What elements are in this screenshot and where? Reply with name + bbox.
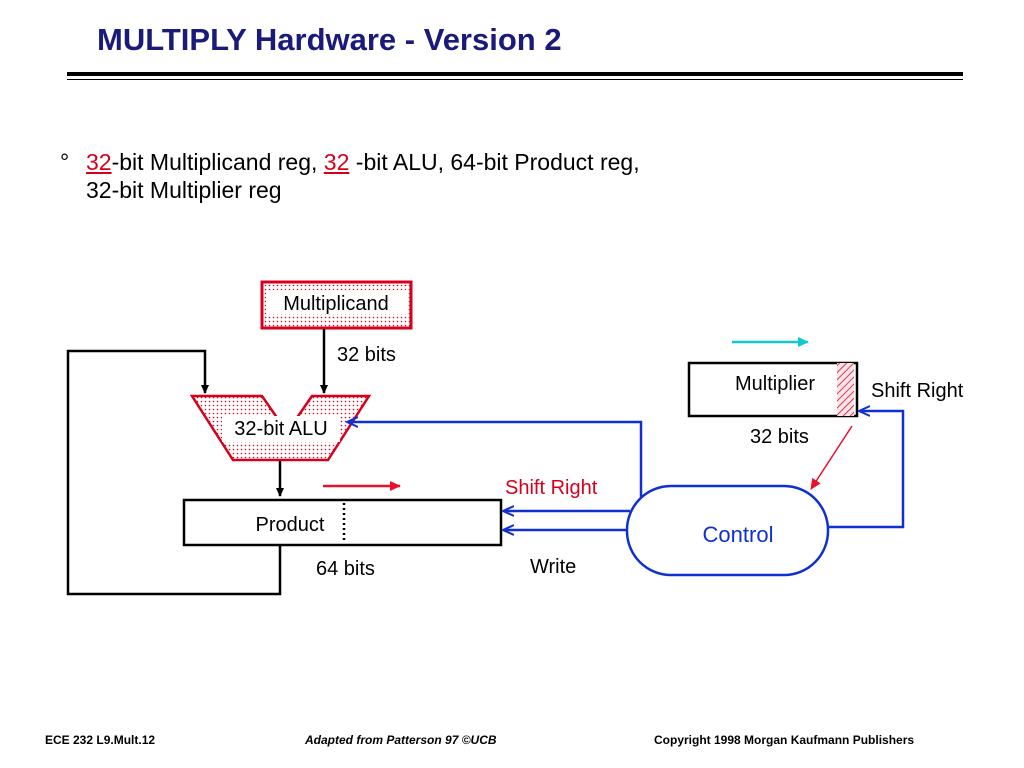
bullet-text: 32-bit Multiplicand reg, 32 -bit ALU, 64…	[86, 148, 640, 204]
product-width-label: 64 bits	[316, 558, 375, 580]
multiplier-width-label: 32 bits	[750, 426, 809, 448]
multiplier-shift-label: Shift Right	[871, 380, 964, 402]
bullet-text-segment: -bit Multiplicand reg,	[111, 149, 324, 175]
footer-copyright: Copyright 1998 Morgan Kaufmann Publisher…	[654, 733, 915, 747]
bullet-line-2: 32-bit Multiplier reg	[86, 177, 282, 203]
footer-attribution: Adapted from Patterson 97 ©UCB	[305, 733, 497, 747]
bullet-text-segment: -bit ALU, 64-bit Product reg,	[349, 149, 640, 175]
alu-width-highlight: 32	[323, 149, 350, 175]
multiplier-lsb-to-control-wire	[810, 425, 853, 490]
product-shift-label: Shift Right	[505, 477, 598, 499]
title-rule	[67, 72, 963, 76]
footer-course-label: ECE 232 L9.Mult.12	[45, 733, 156, 747]
product-label: Product	[256, 514, 325, 536]
control-label: Control	[703, 522, 774, 547]
title-rule-thin	[67, 79, 963, 80]
control-to-multiplier-wire	[827, 411, 905, 529]
multiplicand-label: Multiplicand	[283, 293, 389, 315]
bullet-line-1: 32-bit Multiplicand reg, 32 -bit ALU, 64…	[86, 148, 640, 176]
bullet-mark: °	[60, 149, 70, 175]
alu-label-bg	[222, 416, 340, 442]
product-to-alu-feedback-wire	[66, 349, 282, 596]
multiplicand-label-bg	[266, 290, 407, 314]
multiplicand-width-label: 32 bits	[337, 344, 396, 366]
control-to-alu-wire	[348, 422, 643, 497]
multiplier-register	[687, 361, 859, 418]
write-label: Write	[530, 556, 576, 578]
multiplicand-width-highlight: 32	[86, 149, 112, 175]
multiplier-lsb-bit	[837, 363, 854, 416]
product-register	[182, 498, 503, 547]
slide-title: MULTIPLY Hardware - Version 2	[97, 22, 562, 57]
multiplier-label: Multiplier	[735, 373, 815, 395]
alu-label: 32-bit ALU	[234, 418, 327, 440]
